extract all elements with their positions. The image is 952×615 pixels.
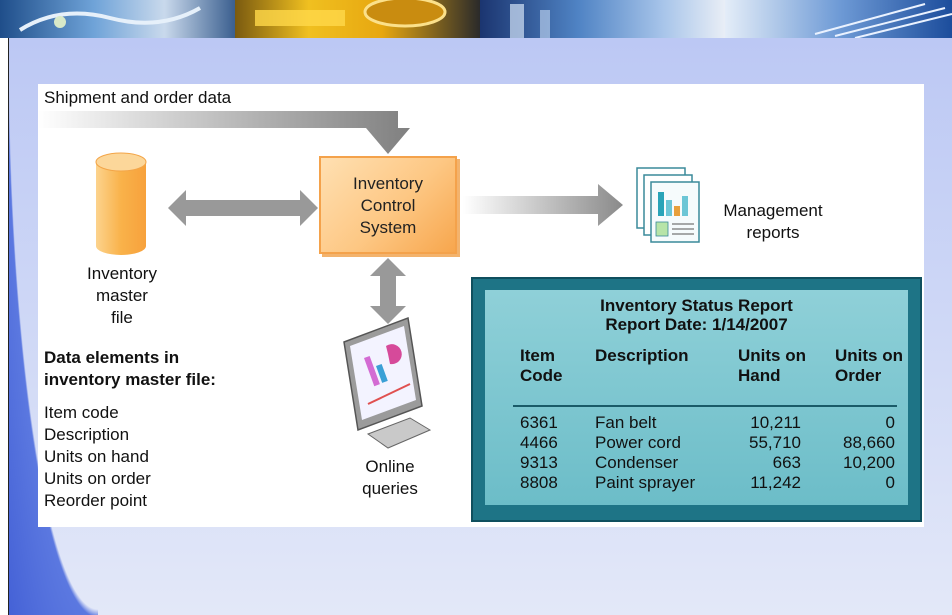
cell-description: Condenser	[595, 453, 679, 472]
online-queries-label: Online queries	[362, 457, 418, 498]
monitor-icon	[343, 316, 432, 449]
input-arrow	[38, 111, 410, 154]
cell-on-order: 0	[885, 473, 895, 492]
cell-on-hand: 10,211	[750, 413, 801, 432]
data-elements-heading: Data elements in inventory master file:	[44, 348, 216, 389]
cell-code: 8808	[520, 473, 558, 492]
header-units-on-order: Units on Order	[835, 346, 903, 385]
master-file-label: Inventory master file	[87, 264, 157, 327]
management-reports-label: Management reports	[723, 201, 823, 242]
cell-on-order: 10,200	[843, 453, 895, 472]
inventory-status-report: Inventory Status Report Report Date: 1/1…	[471, 277, 922, 522]
banner-image-lab	[480, 0, 725, 38]
inventory-diagram: Shipment and order data Inventory master…	[38, 84, 924, 527]
left-edge-stripe	[0, 38, 9, 615]
cell-code: 6361	[520, 413, 558, 432]
list-item: Description	[44, 425, 130, 444]
header-item-code: Item Code	[520, 346, 563, 385]
data-elements-list: Item code Description Units on hand Unit…	[44, 402, 151, 512]
cell-on-hand: 11,242	[750, 473, 801, 492]
cell-description: Paint sprayer	[595, 473, 696, 492]
system-label: Inventory Control System	[353, 174, 423, 237]
banner-image-keyboard	[725, 0, 952, 38]
queries-arrow	[370, 258, 406, 324]
list-item: Units on order	[44, 469, 151, 488]
reports-document-icon	[636, 167, 700, 243]
list-item: Units on hand	[44, 447, 149, 466]
report-divider	[513, 405, 897, 407]
list-item: Reorder point	[44, 491, 148, 510]
list-item: Item code	[44, 403, 119, 422]
reports-arrow	[463, 184, 623, 226]
cell-on-hand: 663	[772, 453, 801, 472]
cell-on-order: 88,660	[843, 433, 895, 452]
cell-on-hand: 55,710	[749, 433, 801, 452]
banner-image-pen	[0, 0, 235, 38]
cell-description: Power cord	[595, 433, 681, 452]
header-units-on-hand: Units on Hand	[738, 346, 806, 385]
file-system-arrow	[168, 190, 318, 226]
diagram-graphics	[38, 111, 700, 449]
cell-on-order: 0	[885, 413, 895, 432]
report-body: Inventory Status Report Report Date: 1/1…	[485, 290, 908, 505]
header-banner	[0, 0, 952, 38]
cell-code: 9313	[520, 453, 558, 472]
cell-code: 4466	[520, 433, 558, 452]
database-cylinder-icon	[95, 152, 147, 255]
input-label: Shipment and order data	[44, 88, 232, 107]
header-description: Description	[595, 346, 689, 365]
banner-image-keys	[235, 0, 480, 38]
report-title: Inventory Status Report Report Date: 1/1…	[600, 296, 793, 334]
inventory-control-system-box: Inventory Control System	[319, 156, 457, 254]
cell-description: Fan belt	[595, 413, 657, 432]
